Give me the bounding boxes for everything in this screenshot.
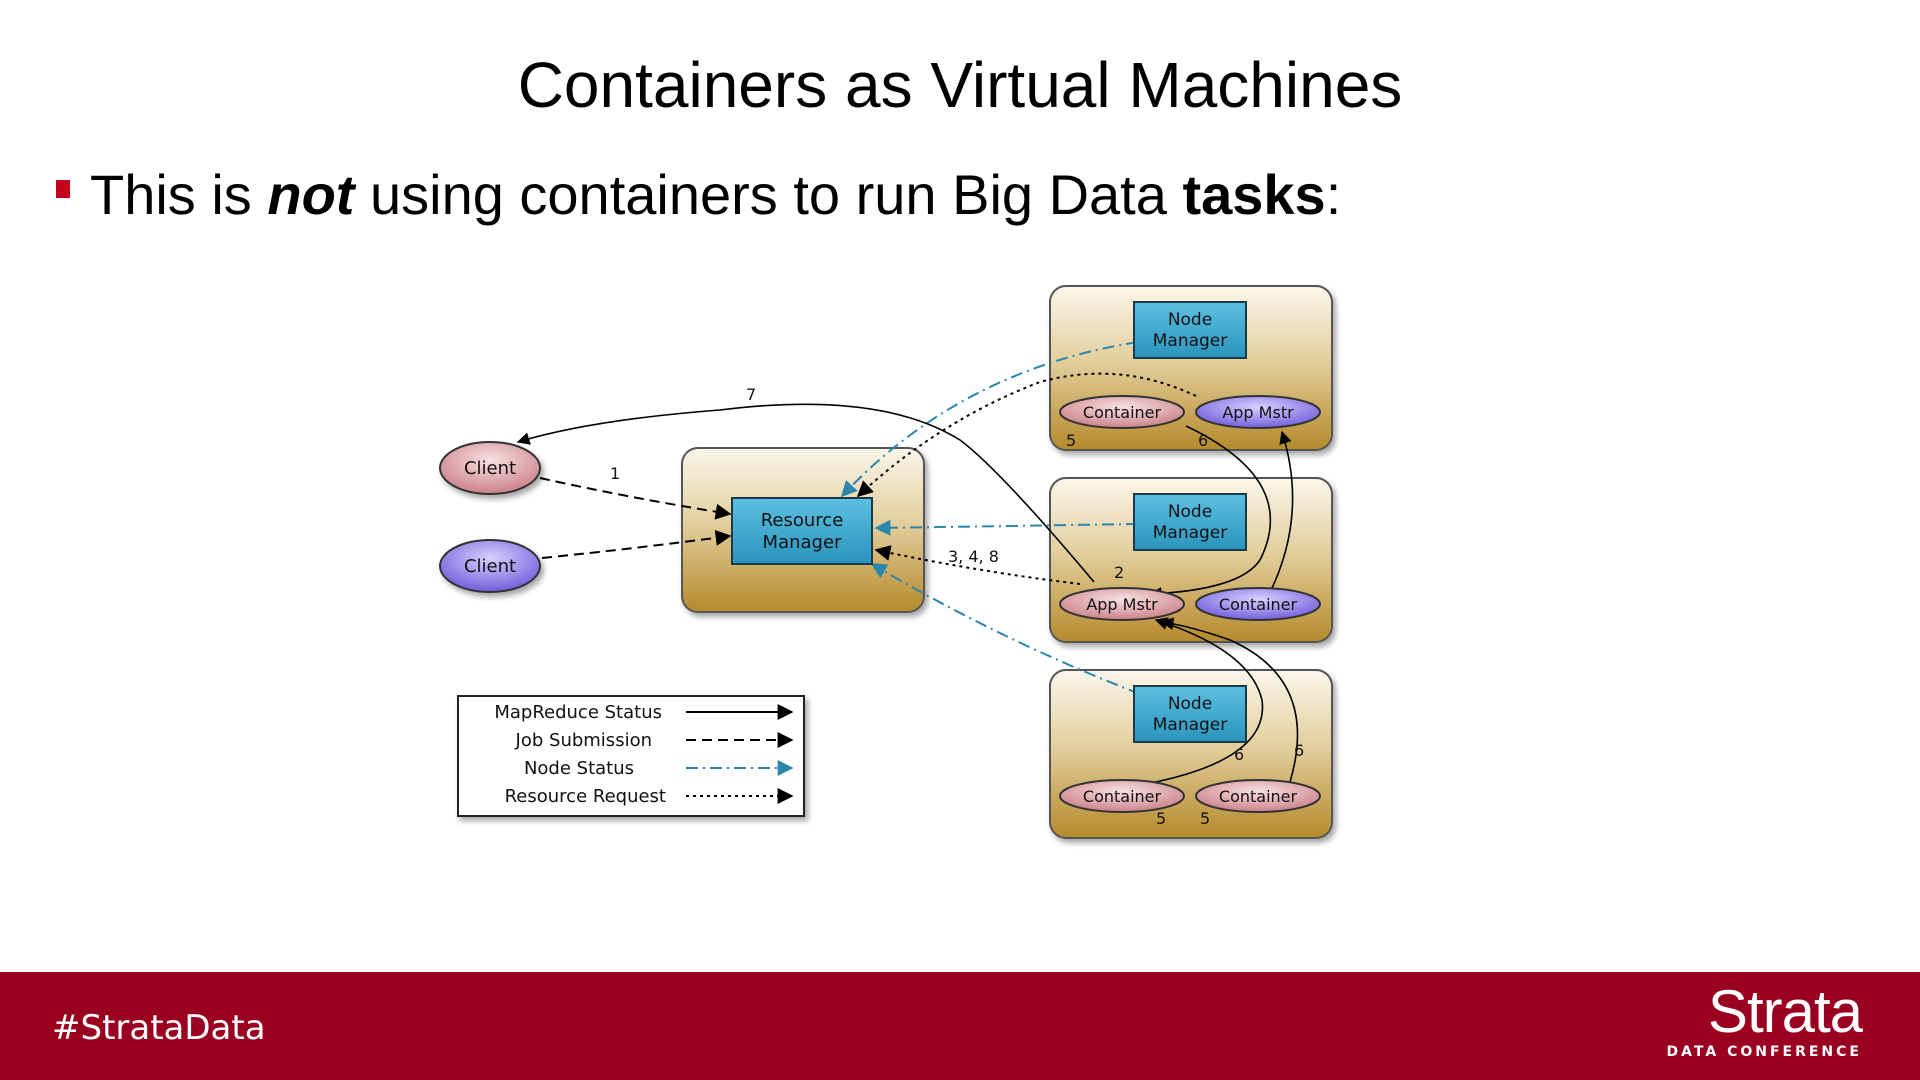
yarn-architecture-diagram: Client Client Resource Manager Node Mana… [439, 285, 1333, 839]
node-status-arrows [840, 341, 1141, 695]
legend-label-mapreduce-status: MapReduce Status [494, 702, 662, 723]
node-manager-label-1a: Node [1168, 310, 1212, 330]
bullet-text-strong: tasks [1182, 163, 1326, 226]
node3-container-pill-2: Container [1195, 779, 1321, 813]
footer-bar: #StrataData Strata DATA CONFERENCE [0, 972, 1920, 1080]
node-manager-label-2b: Manager [1153, 523, 1228, 543]
legend-label-job-submission: Job Submission [515, 730, 652, 751]
client-node-1: Client [439, 441, 541, 495]
node3-pill-1-label: Container [1083, 787, 1162, 806]
node2-pill-2-label: Container [1219, 595, 1298, 614]
legend-entry-resource-request: Resource Request [505, 786, 794, 807]
node-manager-label-2a: Node [1168, 502, 1212, 522]
step-label-node1-5: 5 [1066, 431, 1076, 450]
resource-manager-label-1: Resource [761, 510, 844, 531]
strata-logo: Strata DATA CONFERENCE [1666, 978, 1863, 1061]
step-label-3-4-8: 3, 4, 8 [948, 547, 999, 566]
client-node-2: Client [439, 539, 541, 593]
client-label-2: Client [464, 556, 516, 577]
step-label-node1-6: 6 [1198, 431, 1208, 450]
legend-box [457, 695, 805, 817]
node1-container-pill: Container [1059, 395, 1185, 429]
node-manager-box-1: Node Manager [1133, 301, 1247, 359]
node2-pill-1-label: App Mstr [1086, 595, 1158, 614]
client-label-1: Client [464, 458, 516, 479]
bullet-text-mid: using containers to run Big Data [354, 163, 1183, 226]
step-label-7: 7 [746, 385, 756, 404]
legend-entry-node-status: Node Status [524, 758, 794, 779]
node-manager-box-2: Node Manager [1133, 493, 1247, 551]
step-label-node3-6b: 6 [1294, 741, 1304, 760]
node-manager-label-3b: Manager [1153, 715, 1228, 735]
node-manager-label-3a: Node [1168, 694, 1212, 714]
step-label-node3-5a: 5 [1156, 809, 1166, 828]
strata-logo-name: Strata [1707, 978, 1863, 1045]
step-label-node3-5b: 5 [1200, 809, 1210, 828]
mapreduce-status-arrows [516, 403, 1299, 785]
step-labels: 1 2 3, 4, 8 7 5 6 6 6 5 5 [610, 385, 1304, 828]
node1-appmaster-pill: App Mstr [1195, 395, 1321, 429]
legend-entry-mapreduce-status: MapReduce Status [494, 702, 794, 723]
node2-appmaster-pill: App Mstr [1059, 587, 1185, 621]
bullet-text-post: : [1325, 163, 1342, 226]
resource-manager-label-2: Manager [763, 532, 842, 553]
legend-label-node-status: Node Status [524, 758, 634, 779]
legend-label-resource-request: Resource Request [505, 786, 666, 807]
job-submission-arrows [539, 477, 732, 559]
bullet-marker-icon [56, 179, 70, 198]
bullet-text: This is not using containers to run Big … [90, 162, 1341, 227]
slide-title: Containers as Virtual Machines [517, 49, 1403, 121]
node1-pill-1-label: Container [1083, 403, 1162, 422]
legend-entry-job-submission: Job Submission [515, 730, 794, 751]
strata-logo-subtitle: DATA CONFERENCE [1666, 1044, 1862, 1060]
footer-hashtag: #StrataData [52, 1008, 266, 1048]
node3-pill-2-label: Container [1219, 787, 1298, 806]
node1-pill-2-label: App Mstr [1222, 403, 1294, 422]
node-manager-label-1b: Manager [1153, 331, 1228, 351]
bullet-text-emphasis: not [267, 163, 355, 226]
bullet-text-pre: This is [90, 163, 268, 226]
step-label-2: 2 [1114, 563, 1124, 582]
step-label-node3-6a: 6 [1234, 745, 1244, 764]
step-label-1: 1 [610, 464, 620, 483]
node-manager-box-3: Node Manager [1133, 685, 1247, 743]
node2-container-pill: Container [1195, 587, 1321, 621]
bullet-point: This is not using containers to run Big … [56, 162, 1341, 227]
resource-manager-box: Resource Manager [731, 497, 873, 565]
node3-container-pill-1: Container [1059, 779, 1185, 813]
